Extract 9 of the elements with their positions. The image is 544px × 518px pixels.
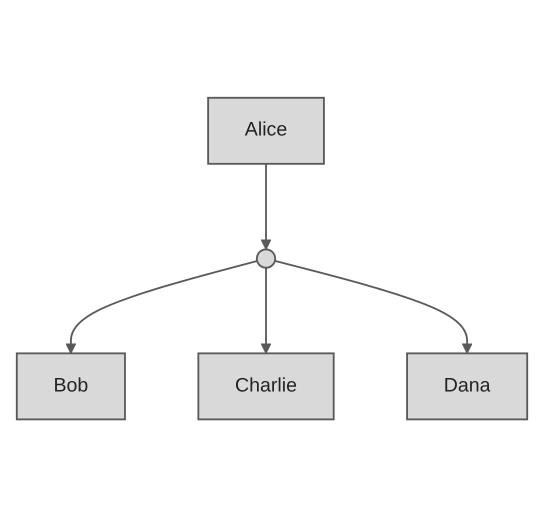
arrow	[66, 260, 258, 354]
node-box: Charlie	[197, 352, 335, 421]
node-box: Alice	[207, 97, 325, 166]
arrow	[274, 260, 473, 354]
arrow	[260, 164, 272, 250]
node-box: Dana	[406, 352, 528, 421]
node-box: Bob	[16, 352, 126, 421]
node-circle	[256, 248, 276, 270]
arrow	[260, 268, 272, 354]
